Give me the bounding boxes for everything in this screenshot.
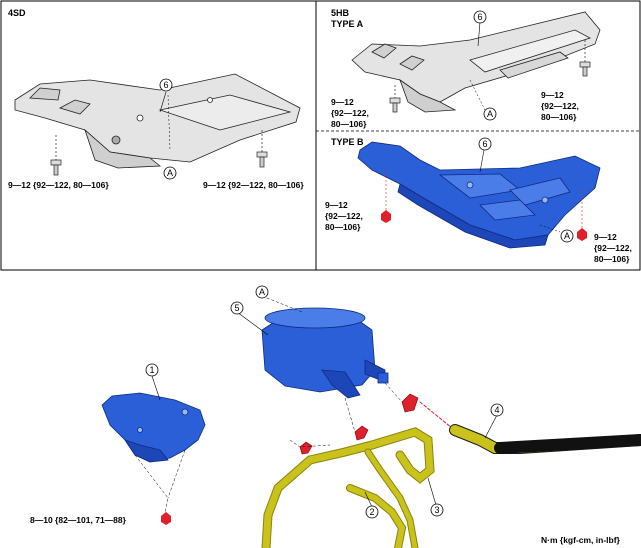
cover-torque: 8—10 {82—101, 71—88} <box>30 515 126 525</box>
svg-text:A: A <box>167 168 173 178</box>
sd-leader-a <box>167 94 171 151</box>
svg-text:4: 4 <box>494 405 499 415</box>
sd-leader-6 <box>159 91 167 113</box>
callout-6-hb-a: 6 <box>473 10 487 24</box>
units-label: N·m {kgf-cm, in-lbf} <box>541 535 620 545</box>
hb-b-bolt-left-marker <box>381 210 391 223</box>
callout-4: 4 <box>490 403 504 417</box>
sd-torque-left: 9—12 {92—122, 80—106} <box>8 180 109 190</box>
top-frame <box>0 0 641 271</box>
cover-fastener-lines <box>134 454 169 514</box>
leader-5 <box>236 311 269 336</box>
hb-type-a-label: TYPE A <box>331 19 364 29</box>
hb-a-torque-left-line3: 80—106} <box>331 119 367 129</box>
svg-text:2: 2 <box>369 507 374 517</box>
hb-b-torque-right-line3: 80—106} <box>594 254 630 264</box>
callout-1: 1 <box>145 363 159 377</box>
callout-6-sd: 6 <box>159 78 173 92</box>
canister-leader-a <box>261 295 303 313</box>
svg-text:A: A <box>564 231 570 241</box>
callout-3: 3 <box>430 503 444 517</box>
leader-1 <box>151 375 161 401</box>
hb-b-torque-left-line2: {92—122, <box>325 211 363 221</box>
clamp-leader-1 <box>384 382 403 403</box>
leader-2 <box>364 491 373 508</box>
leader-3 <box>427 477 437 506</box>
hb-a-torque-right-line2: {92—122, <box>541 101 579 111</box>
callout-a-sd: A <box>163 166 177 180</box>
svg-text:6: 6 <box>477 12 482 22</box>
hb-a-torque-right-line1: 9—12 <box>541 90 564 100</box>
hb-a-leader-6 <box>477 21 481 47</box>
clamp-leader-2 <box>344 397 356 433</box>
hb-a-bolt-left <box>389 85 401 113</box>
hb-a-torque-left-line1: 9—12 <box>331 97 354 107</box>
sd-undercover-drawing <box>14 73 301 169</box>
cover-bolt-marker <box>161 512 171 525</box>
callout-2: 2 <box>365 505 379 519</box>
svg-text:A: A <box>259 287 265 297</box>
leader-4 <box>484 414 498 439</box>
hb-b-bolt-right-marker <box>577 228 587 241</box>
evap-pipes-drawing <box>261 401 641 548</box>
clamp-leader-3 <box>289 439 331 448</box>
hb-b-leader-a <box>539 224 561 233</box>
hose-clamp-mid <box>354 425 369 441</box>
callout-a-hb-b: A <box>560 229 574 243</box>
hb-type-a-drawing <box>351 11 601 113</box>
hb-b-torque-left-line1: 9—12 <box>325 200 348 210</box>
hb-a-leader-a <box>469 79 486 111</box>
svg-text:6: 6 <box>482 139 487 149</box>
svg-text:5: 5 <box>234 303 239 313</box>
callout-a-hb-a: A <box>483 107 497 121</box>
hb-a-torque-left-line2: {92—122, <box>331 108 369 118</box>
hb-type-b-label: TYPE B <box>331 137 364 147</box>
svg-text:3: 3 <box>434 505 439 515</box>
undercover-part-1-drawing <box>101 392 206 463</box>
callout-5: 5 <box>230 301 244 315</box>
hb-type-b-drawing <box>357 141 601 249</box>
sd-bolt-right <box>256 130 268 168</box>
hose-clamp-large <box>401 393 419 413</box>
hb-b-torque-left-line3: 80—106} <box>325 222 361 232</box>
sd-bolt-left <box>50 135 62 176</box>
hose-clamp-small <box>299 441 313 455</box>
hb-b-torque-right-line1: 9—12 <box>594 232 617 242</box>
callout-6-hb-b: 6 <box>478 137 492 151</box>
svg-text:1: 1 <box>149 365 154 375</box>
svg-text:6: 6 <box>163 80 168 90</box>
cover-fastener-lines-2 <box>167 449 186 499</box>
callout-a-canister: A <box>255 285 269 299</box>
hb-b-leader-6 <box>479 149 485 173</box>
sd-title: 4SD <box>8 8 26 18</box>
sd-torque-right: 9—12 {92—122, 80—106} <box>203 180 304 190</box>
canister-part-5-drawing <box>261 307 389 399</box>
svg-text:A: A <box>487 109 493 119</box>
hb-a-bolt-right <box>579 40 591 77</box>
hb-title: 5HB <box>331 8 350 18</box>
hb-a-torque-right-line3: 80—106} <box>541 112 577 122</box>
hb-b-torque-right-line2: {92—122, <box>594 243 632 253</box>
